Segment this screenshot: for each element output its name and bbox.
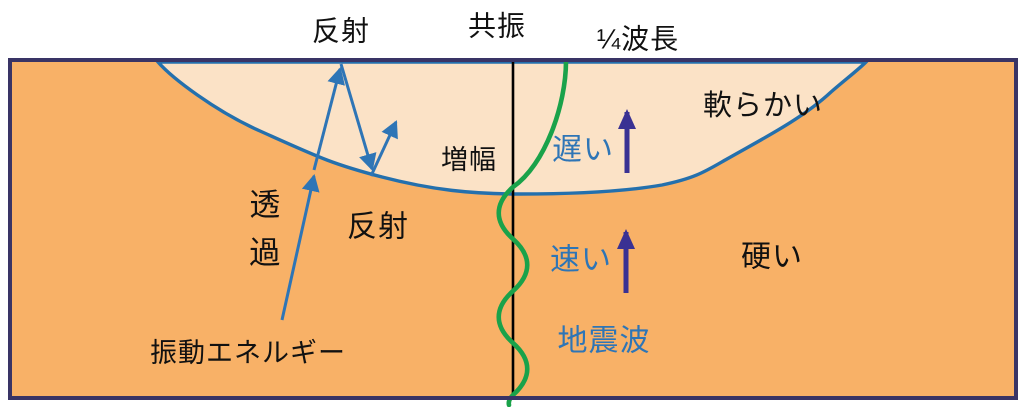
basin-reflection-arrow-icon [369, 120, 398, 177]
label-vibration-energy: 振動エネルギー [150, 337, 346, 368]
label-reflection-basin: 反射 [347, 210, 409, 244]
label-resonance: 共振 [467, 10, 527, 42]
ground-frame [8, 58, 1018, 400]
label-hard: 硬い [741, 240, 803, 274]
label-fast: 速い [550, 243, 612, 277]
label-quarter-wavelength: ¼波長 [596, 23, 680, 55]
incident-wave-arrow-icon [280, 173, 320, 321]
label-transmission: 透過 [244, 188, 280, 284]
seismic-wave-line-icon [496, 58, 569, 407]
surface-reflection-arrow-icon [339, 63, 377, 172]
label-seismic-wave: 地震波 [557, 324, 651, 358]
label-amplification: 増幅 [441, 144, 497, 175]
transmitted-wave-arrow-icon [312, 66, 345, 171]
label-reflection-top: 反射 [311, 15, 371, 47]
label-soft: 軟らかい [702, 89, 824, 122]
label-slow: 遅い [552, 133, 614, 167]
